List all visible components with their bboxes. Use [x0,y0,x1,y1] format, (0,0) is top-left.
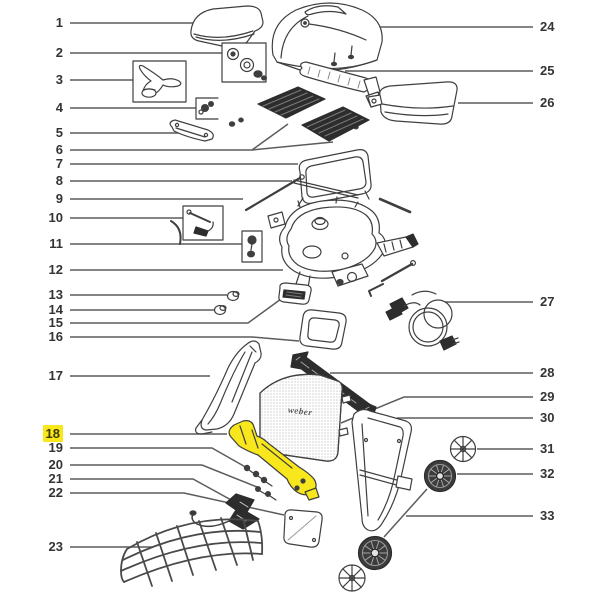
part-8-support-rod [293,179,412,214]
part-label-5: 5 [55,125,63,140]
part-label-33: 33 [540,508,555,523]
part-17-left-leg [195,340,262,435]
part-label-29: 29 [540,389,555,404]
part-label-28: 28 [540,365,555,380]
part-label-26: 26 [540,95,555,110]
part-label-16: 16 [48,329,63,344]
part-24-lid [271,2,383,72]
part-31-wheel-cap [449,435,477,463]
leader-line-19 [70,447,250,470]
part-11-valve-box [241,230,263,263]
leader-lines [70,22,533,548]
part-label-15: 15 [48,315,63,330]
part-label-6: 6 [55,142,63,157]
leader-line-33-1 [383,488,428,538]
part-30-rear-leg [351,408,413,532]
part-label-13: 13 [48,287,63,302]
part-9-rod [170,174,305,245]
part-32-wheel [423,459,457,493]
part-16-catch-pan [299,309,347,350]
part-label-2: 2 [55,45,63,60]
part-7-cart-frame [297,149,372,207]
parts-artwork: weber [120,2,477,592]
part-6-cooking-grates [257,86,370,142]
part-12-firebox [267,196,419,289]
leader-line-16 [70,336,300,342]
leader-line-20 [70,464,258,488]
part-label-30: 30 [540,410,555,425]
part-2-hardware-box [221,42,268,83]
part-label-31: 31 [540,441,555,456]
part-label-11: 11 [49,236,63,251]
leader-line-22 [70,492,285,516]
part-26-side-table [367,81,458,125]
part-label-8: 8 [55,173,63,188]
part-label-32: 32 [540,466,555,481]
panel-logo-text: weber [287,405,313,418]
part-27-power-cord [368,283,460,351]
part-10-igniter-box [182,205,224,241]
part-label-1: 1 [55,15,63,30]
part-label-24: 24 [540,19,555,34]
part-13-cap [226,290,240,302]
part-22-heat-shield [283,509,323,548]
part-33-wheel-and-cap [338,535,393,592]
part-3-bracket-box [132,60,187,103]
part-15-drip-tray [278,282,312,305]
part-19-screws [243,464,273,487]
part-18-front-leg-brace [228,420,320,501]
part-label-3: 3 [55,72,63,87]
part-label-20: 20 [48,457,63,472]
part-label-21: 21 [48,471,63,486]
leader-line-6-1 [251,141,334,151]
part-label-23: 23 [48,539,63,554]
part-label-4: 4 [55,100,63,115]
part-label-25: 25 [540,63,555,78]
part-label-18: 18 [42,425,63,442]
part-label-9: 9 [55,191,63,206]
leader-line-15 [70,298,282,324]
part-20-screws [255,486,277,501]
leader-line-21 [70,478,234,502]
part-label-14: 14 [48,302,63,317]
part-label-17: 17 [48,368,63,383]
part-label-10: 10 [48,210,63,225]
part-label-19: 19 [48,440,63,455]
part-label-12: 12 [48,262,63,277]
part-label-27: 27 [540,294,555,309]
part-5-handle-bar [169,119,214,142]
part-label-7: 7 [55,156,63,171]
part-label-22: 22 [48,485,63,500]
part-23-bottom-rack [120,517,264,587]
part-14-cap [213,304,227,316]
part-29-front-panel: weber [259,373,352,462]
